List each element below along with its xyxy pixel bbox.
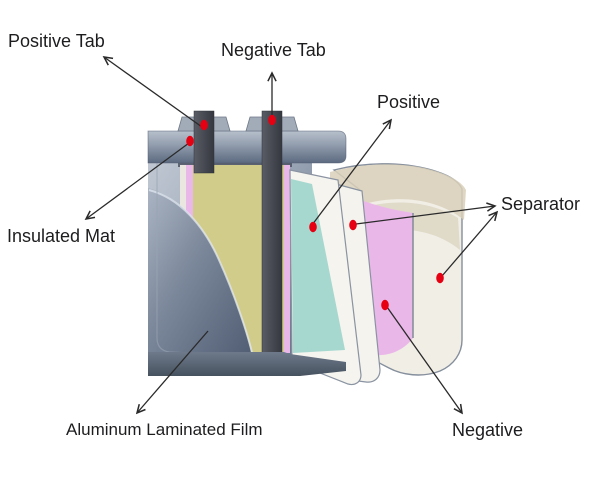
marker-dot-positive-tab	[200, 119, 208, 131]
callout-annotations	[84, 56, 499, 415]
label-separator: Separator	[501, 194, 581, 214]
pouch-film-highlight	[148, 189, 254, 358]
label-positive: Positive	[377, 92, 441, 112]
label-negative-tab: Negative Tab	[221, 40, 326, 60]
marker-dot-negative-electrode	[381, 299, 389, 311]
pouch-top-rim	[147, 130, 347, 164]
callout-arrow-separator-back	[441, 210, 499, 277]
marker-dot-separator-back	[436, 272, 444, 284]
separator-top-shading	[330, 164, 466, 220]
callout-arrow-separator-front	[355, 202, 497, 225]
positive-tab	[193, 110, 215, 174]
label-aluminum-laminated-film: Aluminum Laminated Film	[66, 420, 263, 439]
negative-tab	[261, 110, 283, 357]
marker-dot-positive-electrode	[309, 221, 317, 233]
marker-dot-negative-tab	[268, 114, 276, 126]
label-insulated-mat: Insulated Mat	[7, 226, 116, 246]
pouch-film-sweep	[148, 188, 252, 358]
callout-arrow-positive-tab	[102, 56, 203, 128]
callout-arrow-aluminum-laminated-film	[135, 330, 209, 415]
callout-arrow-positive-electrode	[311, 118, 393, 226]
marker-dot-separator-front	[349, 219, 357, 231]
callout-arrow-negative-electrode	[386, 306, 463, 415]
marker-dot-insulated-mat	[186, 135, 194, 147]
interior-pink-strip-right	[284, 165, 290, 353]
callout-arrow-insulated-mat	[84, 142, 190, 221]
positive-electrode-coating	[291, 179, 345, 353]
pouch-bottom-rim	[148, 352, 346, 376]
label-negative: Negative	[452, 420, 524, 440]
pouch-emboss-line	[156, 142, 253, 357]
label-positive-tab: Positive Tab	[8, 31, 105, 51]
